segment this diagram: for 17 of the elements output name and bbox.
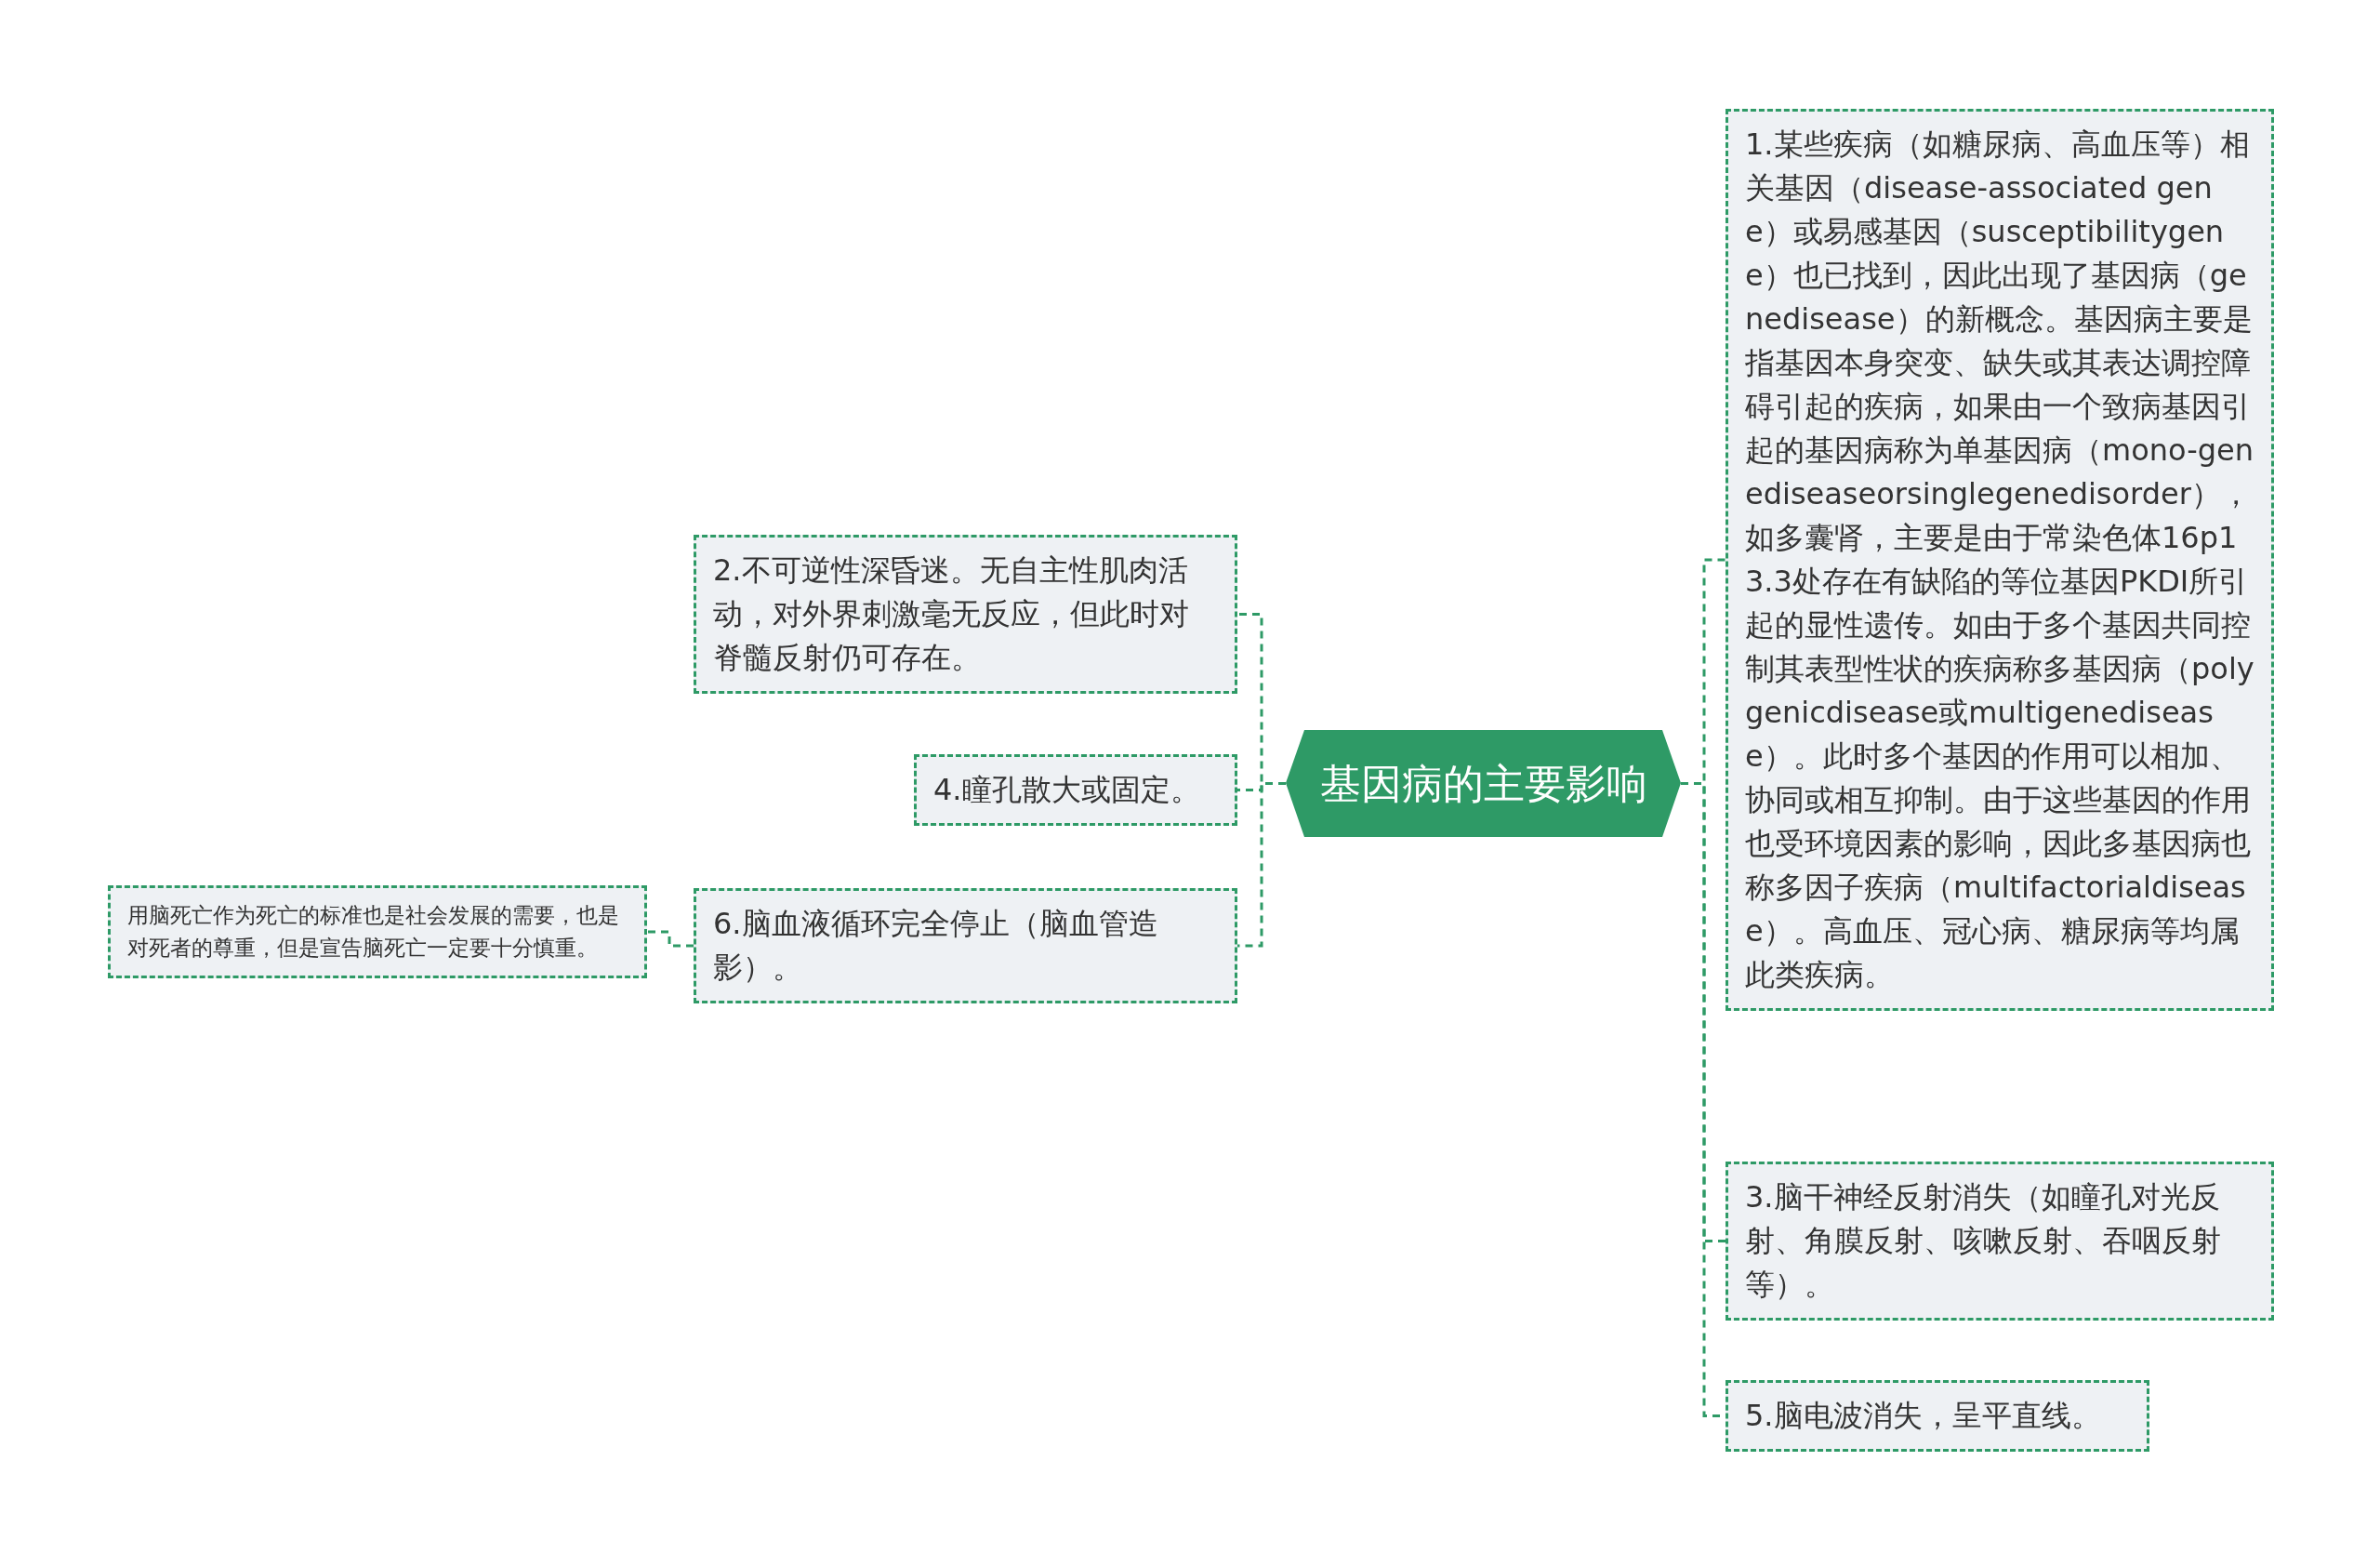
central-topic-hexagon <box>1286 730 1681 837</box>
topic-box <box>108 885 647 978</box>
topic-box <box>694 888 1237 1003</box>
topic-text: 4.瞳孔散大或固定。 <box>933 771 1201 809</box>
topic-box <box>1726 1380 2149 1452</box>
connector-line <box>647 930 694 948</box>
topic-text: 1.某些疾病（如糖尿病、高血压等）相关基因（disease-associated gene）或易感基因（susceptibilitygene）也已找到，因此出现了基因病（genedisease）的新概念。基因病主要是指基因本身突变、缺失或其表达调控障碍引起的疾病，如果由一个致病基因引起的基因病称为单基因病（mono-genediseaseorsinglegenedisorder），如多囊肾，主要是由于常染色体16p13.3处存在有缺陷的等位基因PKDI所引起的显性遗传。如由于多个基因共同控制其表型性状的疾病称多基因病（polygenicdisease或multigenedisease）。此时多个基因的作用可以相加、协同或相互抑制。由于这些基因的作用也受环境因素的影响，因此多基因病也称多因子疾病（multifactorialdisease）。高血压、冠心病、糖尿病等均属此类疾病。 <box>1745 126 2254 994</box>
topic-text: 3.脑干神经反射消失（如瞳孔对光反射、角膜反射、咳嗽反射、吞咽反射等）。 <box>1745 1178 2222 1304</box>
topic-text: 5.脑电波消失，呈平直线。 <box>1745 1397 2102 1435</box>
topic-box <box>914 754 1237 826</box>
topic-text: 用脑死亡作为死亡的标准也是社会发展的需要，也是对死者的尊重，但是宣告脑死亡一定要十分慎重。 <box>127 902 620 962</box>
topic-box <box>694 535 1237 694</box>
topic-text: 6.脑血液循环完全停止（脑血管造影）。 <box>713 905 1159 987</box>
topic-title: 基因病的主要影响 <box>1319 758 1647 809</box>
connector-line <box>1237 782 1286 948</box>
topic-text: 2.不可逆性深昏迷。无自主性肌肉活动，对外界刺激毫无反应，但此时对脊髓反射仍可存在。 <box>713 551 1190 677</box>
topic-box <box>1726 1162 2274 1321</box>
